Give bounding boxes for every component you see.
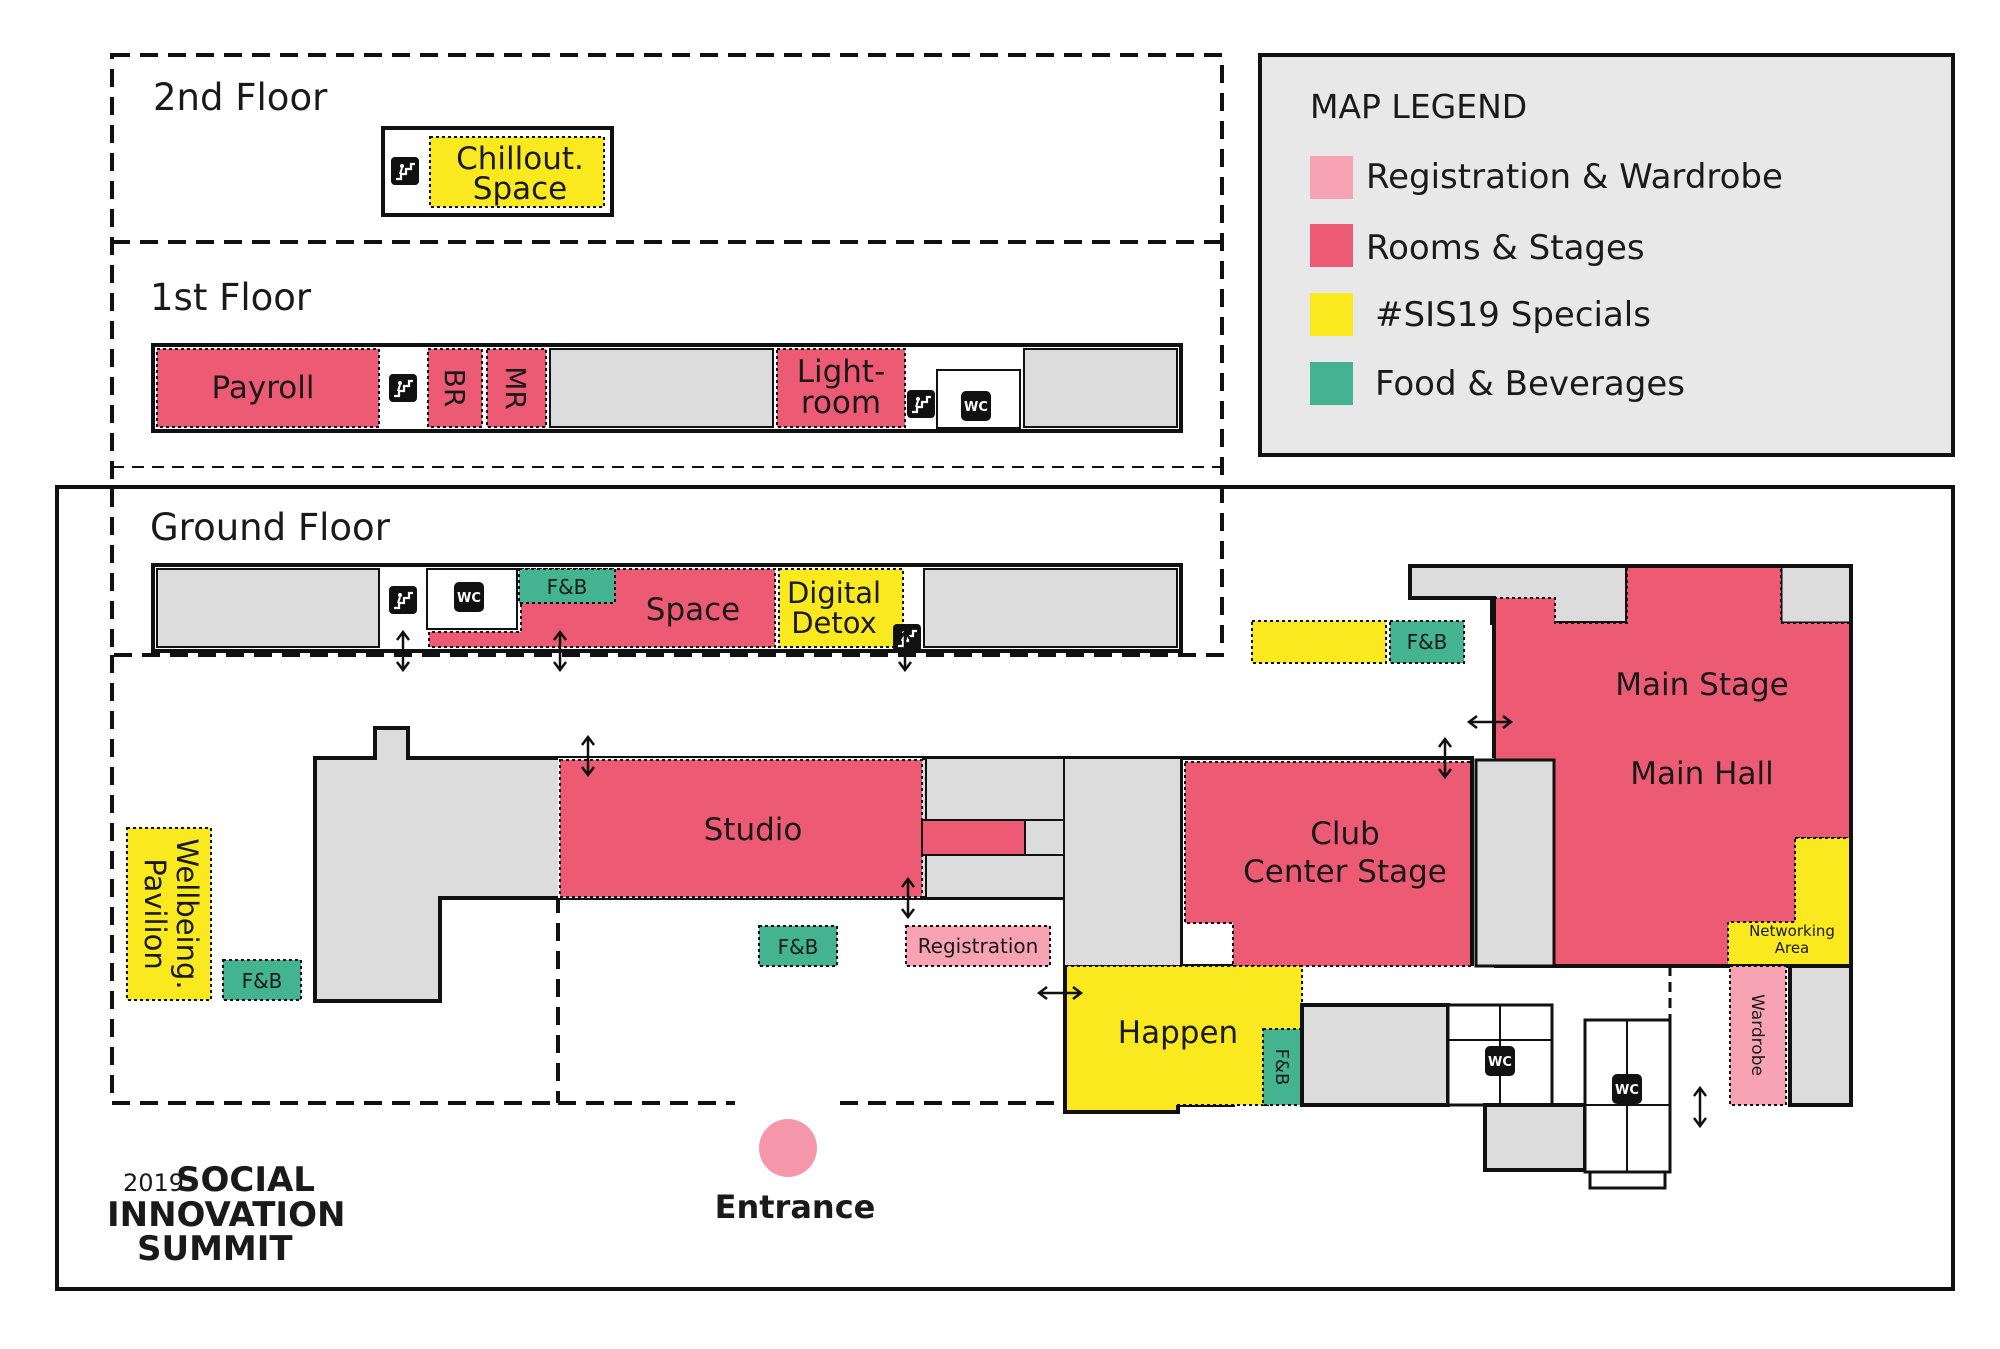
svg-text:Registration & Wardrobe: Registration & Wardrobe	[1366, 157, 1783, 197]
fb-happen[interactable]: F&B	[1262, 1028, 1303, 1106]
wc-icon: WC	[1485, 1046, 1515, 1076]
room-payroll[interactable]: Payroll	[156, 348, 380, 428]
ground-strip: WC Space F&B Digital Detox	[151, 563, 1183, 654]
room-studio[interactable]: Studio	[559, 759, 923, 898]
svg-text:room: room	[801, 385, 881, 421]
svg-text:WC: WC	[964, 400, 988, 415]
wc-icon: WC	[961, 391, 991, 421]
svg-text:Main Stage: Main Stage	[1615, 667, 1788, 703]
svg-text:Club: Club	[1310, 816, 1380, 852]
stairs-icon	[905, 388, 937, 420]
svg-text:F&B: F&B	[1271, 1049, 1292, 1086]
svg-text:Food & Beverages: Food & Beverages	[1375, 364, 1685, 404]
legend-swatch	[1310, 156, 1353, 199]
room-wardrobe[interactable]: Wardrobe	[1729, 965, 1787, 1106]
legend-item-registration: Registration & Wardrobe	[1310, 156, 1783, 199]
stairs-icon	[387, 372, 419, 404]
svg-text:Detox: Detox	[791, 606, 877, 640]
wc-icon: WC	[1612, 1074, 1642, 1104]
svg-text:Main Hall: Main Hall	[1630, 756, 1773, 792]
svg-text:WC: WC	[1488, 1055, 1512, 1070]
svg-text:F&B: F&B	[778, 935, 819, 959]
svg-text:Wardrobe: Wardrobe	[1747, 994, 1767, 1076]
svg-text:Wellbeing.: Wellbeing.	[170, 838, 204, 989]
svg-text:WC: WC	[457, 591, 481, 606]
svg-text:2019: 2019	[123, 1169, 184, 1197]
legend-swatch	[1310, 362, 1353, 405]
wc-icon: WC	[454, 582, 484, 612]
ground-floor-outline	[55, 485, 1955, 1291]
svg-text:WC: WC	[1615, 1083, 1639, 1098]
svg-text:SOCIAL: SOCIAL	[176, 1160, 315, 1200]
legend-item-specials: #SIS19 Specials	[1310, 293, 1651, 336]
room-br[interactable]: BR	[427, 348, 483, 428]
fb-top-right[interactable]: F&B	[1389, 620, 1465, 664]
registration-desk[interactable]: Registration	[905, 925, 1051, 967]
svg-text:INNOVATION: INNOVATION	[107, 1195, 345, 1235]
svg-text:Registration: Registration	[918, 934, 1039, 958]
entrance-marker[interactable]: Entrance	[715, 1119, 876, 1226]
svg-text:Area: Area	[1775, 939, 1810, 957]
room-wellbeing-pavilion[interactable]: Wellbeing. Pavilion	[126, 827, 212, 1001]
summit-logo: 2019 SOCIAL INNOVATION SUMMIT	[107, 1160, 345, 1269]
main-hall-building: Main Stage Main Hall Networking Area	[1408, 564, 1853, 968]
room-main-stage[interactable]: Main Stage Main Hall	[1493, 565, 1852, 967]
room-space[interactable]: Space	[428, 568, 776, 648]
lower-right-block: WC WC Wardrobe	[1300, 964, 1853, 1190]
svg-text:Networking: Networking	[1749, 922, 1835, 940]
svg-text:BR: BR	[438, 369, 471, 408]
stairs-icon	[891, 622, 923, 654]
svg-text:Pavilion: Pavilion	[138, 858, 172, 969]
svg-text:Space: Space	[646, 592, 740, 628]
room-club-center-stage[interactable]: Club Center Stage	[1184, 761, 1473, 967]
svg-text:F&B: F&B	[547, 575, 588, 599]
floor-1st-title: 1st Floor	[150, 276, 312, 319]
ground-dashed-outline	[110, 655, 1060, 1105]
svg-text:Happen: Happen	[1118, 1015, 1238, 1051]
floor-1st: 1st Floor Payroll BR MR Light- room WC	[150, 276, 1183, 433]
room-chillout-space[interactable]: Chillout. Space	[429, 136, 605, 208]
map-legend: MAP LEGEND Registration & Wardrobe Rooms…	[1258, 53, 1955, 457]
stairs-icon	[389, 155, 421, 187]
svg-text:Space: Space	[473, 171, 567, 207]
room-mr[interactable]: MR	[486, 348, 547, 428]
svg-text:Studio: Studio	[704, 812, 803, 848]
entrance-label: Entrance	[715, 1188, 876, 1226]
legend-swatch	[1310, 224, 1353, 267]
legend-item-food: Food & Beverages	[1310, 362, 1685, 405]
svg-text:Rooms & Stages: Rooms & Stages	[1366, 228, 1645, 268]
central-building: Studio Club Center Stage Happen F&B	[313, 726, 1556, 1114]
floor-2nd: 2nd Floor Chillout. Space	[153, 76, 614, 217]
svg-text:SUMMIT: SUMMIT	[137, 1229, 293, 1269]
legend-item-rooms: Rooms & Stages	[1310, 224, 1645, 268]
room-lightroom[interactable]: Light- room	[776, 348, 906, 428]
room-digital-detox[interactable]: Digital Detox	[778, 568, 904, 648]
special-top-right[interactable]	[1251, 620, 1387, 664]
floor-ground-title: Ground Floor	[150, 506, 391, 549]
fb-center[interactable]: F&B	[758, 925, 838, 967]
svg-text:Center Stage: Center Stage	[1243, 854, 1447, 890]
svg-text:Light-: Light-	[797, 354, 886, 390]
room-happen[interactable]: Happen	[1064, 965, 1303, 1113]
legend-title: MAP LEGEND	[1310, 87, 1527, 126]
svg-text:Payroll: Payroll	[212, 370, 315, 406]
svg-text:F&B: F&B	[1407, 630, 1448, 654]
svg-text:#SIS19 Specials: #SIS19 Specials	[1375, 295, 1651, 335]
svg-text:Chillout.: Chillout.	[456, 141, 584, 177]
svg-text:F&B: F&B	[242, 969, 283, 993]
fb-wellbeing[interactable]: F&B	[222, 959, 302, 1001]
legend-swatch	[1310, 293, 1353, 336]
svg-text:Digital: Digital	[787, 576, 881, 610]
svg-text:MR: MR	[499, 366, 532, 410]
floor-2nd-title: 2nd Floor	[153, 76, 328, 119]
fb-ground-strip[interactable]: F&B	[518, 568, 616, 604]
stairs-icon	[387, 584, 419, 616]
upper-floors-outline	[110, 53, 1224, 657]
